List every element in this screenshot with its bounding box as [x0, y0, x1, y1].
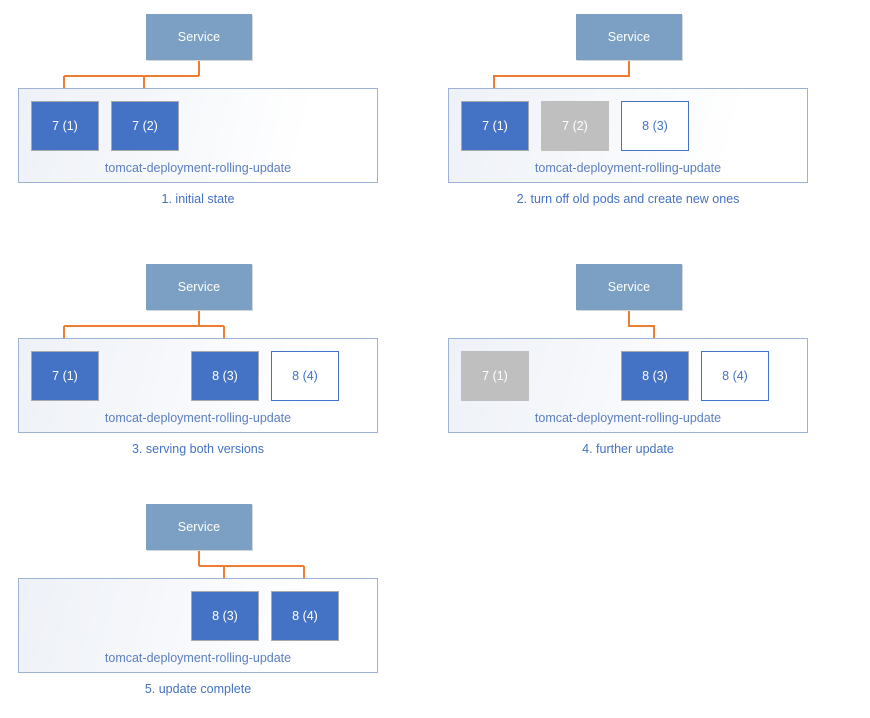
deployment-container: 7 (1) 7 (2) tomcat-deployment-rolling-upd…: [18, 88, 378, 183]
pod-row: 7 (1) 8 (3) 8 (4): [461, 351, 769, 401]
pod-slot-2: [111, 351, 179, 401]
deployment-name-label: tomcat-deployment-rolling-update: [104, 411, 292, 425]
panel-caption: 1. initial state: [161, 192, 235, 206]
deployment-name-label: tomcat-deployment-rolling-update: [534, 411, 722, 425]
pod-slot-4: [701, 101, 769, 151]
pod-slot-1[interactable]: 7 (1): [461, 351, 529, 401]
pod-row: 8 (3) 8 (4): [31, 591, 339, 641]
pod-slot-4[interactable]: 8 (4): [271, 351, 339, 401]
pod-label: 8 (4): [722, 369, 748, 383]
deployment-name-label: tomcat-deployment-rolling-update: [104, 651, 292, 665]
pod-slot-4: [271, 101, 339, 151]
connector-line: [628, 310, 655, 340]
panel-caption: 2. turn off old pods and create new ones: [516, 192, 740, 206]
pod-label: 8 (4): [292, 369, 318, 383]
pod-row: 7 (1) 8 (3) 8 (4): [31, 351, 339, 401]
pod-label: 7 (1): [52, 119, 78, 133]
deployment-container: 7 (1) 7 (2) 8 (3) tomcat-deployment-rollin…: [448, 88, 808, 183]
connector-line: [493, 60, 630, 90]
pod-row: 7 (1) 7 (2) 8 (3): [461, 101, 769, 151]
service-label: Service: [607, 30, 651, 44]
panel-caption: 3. serving both versions: [131, 442, 264, 456]
pod-slot-4[interactable]: 8 (4): [271, 591, 339, 641]
pod-slot-2[interactable]: 7 (2): [111, 101, 179, 151]
service-box[interactable]: Service: [146, 504, 252, 550]
service-label: Service: [177, 30, 221, 44]
pod-label: 8 (4): [292, 609, 318, 623]
deployment-name-label: tomcat-deployment-rolling-update: [534, 161, 722, 175]
deployment-name-label: tomcat-deployment-rolling-update: [104, 161, 292, 175]
pod-slot-1[interactable]: 7 (1): [461, 101, 529, 151]
update-step-panel-3: Service 7 (1) 8 (3) 8 (4) tomcat-deploymen…: [18, 250, 438, 470]
update-step-panel-5: Service 8 (3) 8 (4) tomcat-deployment-rol…: [18, 490, 438, 710]
pod-slot-3[interactable]: 8 (3): [621, 351, 689, 401]
pod-row: 7 (1) 7 (2): [31, 101, 339, 151]
pod-label: 7 (1): [482, 369, 508, 383]
update-step-panel-2: Service 7 (1) 7 (2) 8 (3) tomcat-deploymen…: [448, 0, 868, 220]
pod-label: 8 (3): [642, 369, 668, 383]
pod-slot-1[interactable]: 7 (1): [31, 101, 99, 151]
update-step-panel-4: Service 7 (1) 8 (3) 8 (4) tomcat-deploymen…: [448, 250, 868, 470]
service-box[interactable]: Service: [576, 14, 682, 60]
pod-label: 7 (2): [562, 119, 588, 133]
pod-slot-3[interactable]: 8 (3): [191, 351, 259, 401]
deployment-container: 8 (3) 8 (4) tomcat-deployment-rolling-upd…: [18, 578, 378, 673]
service-label: Service: [177, 280, 221, 294]
pod-label: 7 (1): [482, 119, 508, 133]
pod-slot-3[interactable]: 8 (3): [191, 591, 259, 641]
panel-caption: 4. further update: [582, 442, 674, 456]
pod-slot-1[interactable]: 7 (1): [31, 351, 99, 401]
pod-slot-2[interactable]: 7 (2): [541, 101, 609, 151]
pod-label: 7 (2): [132, 119, 158, 133]
update-step-panel-1: Service 7 (1) 7 (2) tomcat-deployment-rol…: [18, 0, 438, 220]
pod-slot-3[interactable]: 8 (3): [621, 101, 689, 151]
panel-caption: 5. update complete: [144, 682, 252, 696]
pod-slot-1: [31, 591, 99, 641]
service-label: Service: [607, 280, 651, 294]
pod-slot-2: [111, 591, 179, 641]
service-box[interactable]: Service: [576, 264, 682, 310]
pod-slot-2: [541, 351, 609, 401]
service-box[interactable]: Service: [146, 14, 252, 60]
deployment-container: 7 (1) 8 (3) 8 (4) tomcat-deployment-rollin…: [18, 338, 378, 433]
pod-slot-4[interactable]: 8 (4): [701, 351, 769, 401]
service-box[interactable]: Service: [146, 264, 252, 310]
deployment-container: 7 (1) 8 (3) 8 (4) tomcat-deployment-rollin…: [448, 338, 808, 433]
pod-label: 7 (1): [52, 369, 78, 383]
pod-label: 8 (3): [212, 369, 238, 383]
pod-label: 8 (3): [212, 609, 238, 623]
pod-label: 8 (3): [642, 119, 668, 133]
pod-slot-3: [191, 101, 259, 151]
service-label: Service: [177, 520, 221, 534]
